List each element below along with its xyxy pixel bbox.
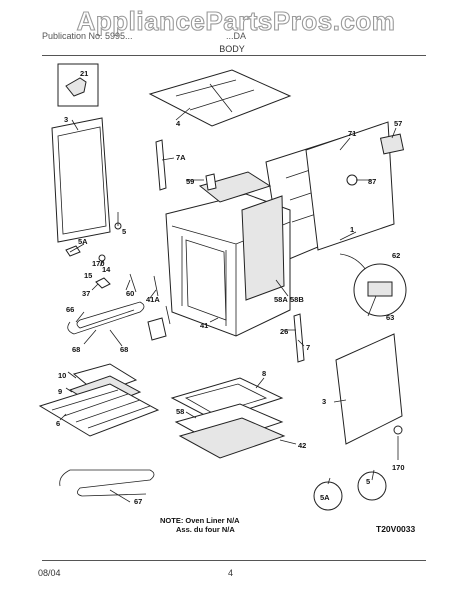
callout-170-right: 170 [392, 463, 405, 472]
callout-60: 60 [126, 289, 134, 298]
callout-5a-right: 5A [320, 493, 330, 502]
callout-42: 42 [298, 441, 306, 450]
callout-87: 87 [368, 177, 376, 186]
callout-66: 66 [66, 305, 74, 314]
drawer-liner-8 [170, 377, 284, 421]
callout-41a: 41A [146, 295, 160, 304]
top-panel [148, 69, 292, 127]
bake-element [67, 301, 145, 335]
callout-57: 57 [394, 119, 402, 128]
drawer-liner-inner [184, 383, 268, 415]
header-rule [42, 55, 426, 56]
callout-5: 5 [122, 227, 126, 236]
hinge-7a [155, 139, 167, 191]
note-french: Ass. du four N/A [176, 525, 235, 534]
oven-body-edges [171, 221, 291, 336]
callout-1: 1 [350, 225, 354, 234]
callout-59: 59 [186, 177, 194, 186]
callout-8: 8 [262, 369, 266, 378]
hinge-7 [293, 313, 305, 363]
callout-14: 14 [102, 265, 111, 274]
callout-62: 62 [392, 251, 400, 260]
insulation-top [198, 171, 272, 203]
bracket-5a-inset [313, 481, 343, 511]
rear-cover-71 [305, 121, 395, 251]
part-41a [153, 275, 171, 325]
wire-harness [339, 253, 367, 271]
insulation-side [241, 195, 285, 301]
leader-lines [59, 107, 399, 503]
callout-37: 37 [82, 289, 90, 298]
callout-4: 4 [176, 119, 181, 128]
label-57 [379, 133, 405, 155]
callout-9: 9 [58, 387, 62, 396]
callout-6: 6 [56, 419, 60, 428]
model-number: ...DA [226, 31, 247, 41]
callout-67: 67 [134, 497, 142, 506]
callout-3: 3 [64, 115, 68, 124]
leveler-59 [205, 173, 217, 191]
part-60 [129, 273, 137, 293]
top-panel-ribs [175, 79, 255, 113]
sensor-37 [95, 277, 111, 289]
oven-cavity-opening [185, 239, 227, 321]
terminal-block [367, 281, 393, 297]
callout-58a: 58A [274, 295, 288, 304]
callout-170: 170 [92, 259, 105, 268]
footer-rule [42, 560, 426, 561]
callout-7: 7 [306, 343, 310, 352]
callout-68-left: 68 [72, 345, 80, 354]
callout-5a: 5A [78, 237, 88, 246]
publication-number: Publication No. 5995... [42, 31, 133, 41]
broil-element [59, 469, 155, 497]
footer-page-number: 4 [228, 568, 234, 578]
callout-3-side: 3 [322, 397, 326, 406]
screw-170 [98, 254, 106, 262]
screw-5-inset [357, 471, 387, 501]
bracket-under [147, 317, 167, 341]
note-english: NOTE: Oven Liner N/A [160, 516, 240, 525]
oven-door [51, 117, 111, 243]
oven-rack-wires [51, 389, 151, 429]
drawer-bottom-42 [178, 417, 286, 459]
oven-door-glass [57, 126, 107, 235]
oven-liner-note: NOTE: Oven Liner N/A Ass. du four N/A [160, 516, 240, 534]
side-panel [335, 333, 403, 445]
screw-170-right [393, 425, 403, 435]
callout-26: 26 [280, 327, 288, 336]
callout-63: 63 [386, 313, 394, 322]
diagram-code: T20V0033 [376, 524, 416, 534]
oven-rack-6 [38, 383, 160, 437]
part-21-knob [65, 77, 87, 97]
footer-date: 08/04 [38, 568, 61, 578]
callout-68-right: 68 [120, 345, 128, 354]
callout-7a: 7A [176, 153, 186, 162]
callout-58: 58 [176, 407, 184, 416]
callout-71: 71 [348, 129, 356, 138]
callout-15: 15 [84, 271, 92, 280]
callout-41: 41 [200, 321, 208, 330]
section-title: BODY [219, 44, 245, 54]
callout-21: 21 [80, 69, 88, 78]
callout-58b: 58B [290, 295, 304, 304]
watermark: AppliancePartsPros.com [76, 5, 396, 36]
callout-5-right: 5 [366, 477, 370, 486]
callout-10: 10 [58, 371, 66, 380]
part-87 [346, 174, 358, 186]
